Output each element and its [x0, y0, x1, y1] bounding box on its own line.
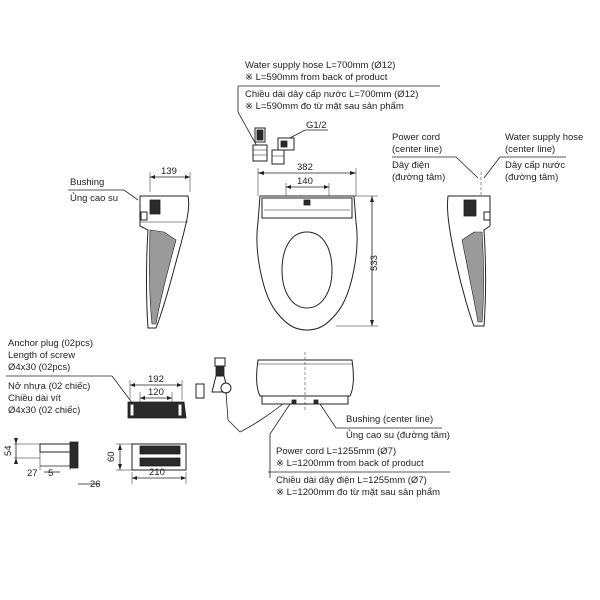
top-view-drawing: 382 140 533 [256, 162, 380, 331]
anchor-en-2: Length of screw [8, 350, 75, 361]
dim-plate-inner: 120 [148, 387, 164, 398]
thread-label: G1/2 [306, 120, 327, 131]
dim-bracket-5: 5 [48, 468, 53, 479]
anchor-plug-callout: Anchor plug (02pcs) Length of screw Ø4x3… [6, 338, 137, 416]
thread-leader [289, 129, 328, 139]
anchor-en-3: Ø4x30 (02pcs) [8, 362, 70, 373]
power-cord-center-vi-2: (đường tâm) [392, 172, 445, 183]
power-cord-center-en-1: Power cord [392, 132, 440, 143]
dim-bracket-height: 54 [3, 445, 14, 456]
bushing-vi-label: Ủng cao su [70, 192, 118, 204]
bracket-side-drawing: 54 27 5 26 [3, 438, 101, 490]
anchor-vi-3: Ø4x30 (02 chiếc) [8, 405, 80, 416]
bushing-center-en: Bushing (center line) [346, 414, 433, 425]
water-hose-leader [237, 86, 259, 149]
right-side-view: Power cord (center line) Dây điện (đường… [392, 132, 583, 327]
water-hose-en-note: ※ L=590mm from back of product [245, 72, 388, 83]
water-hose-center-vi-2: (đường tâm) [505, 172, 558, 183]
water-hose-center-vi-1: Dây cấp nước [505, 160, 565, 171]
mounting-plate-drawing: 192 120 [127, 374, 187, 419]
anchor-vi-2: Chiều dài vít [8, 393, 61, 404]
power-cord-en-note: ※ L=1200mm from back of product [276, 458, 424, 469]
power-cord-center-vi-1: Dây điện [392, 160, 430, 171]
dim-top-width: 382 [297, 162, 313, 173]
power-cord-vi-note: ※ L=1200mm đo từ mặt sau sản phẩm [276, 487, 440, 498]
water-hose-callout: Water supply hose L=700mm (Ø12) ※ L=590m… [237, 60, 440, 149]
dim-top-length: 533 [369, 255, 380, 271]
dim-side-depth: 139 [161, 166, 177, 177]
front-view-drawing: Bushing (center line) Ủng cao su (đường … [195, 352, 450, 441]
bushing-en-label: Bushing [70, 177, 104, 188]
dim-bracket-27: 27 [27, 468, 38, 479]
dim-plate-height: 60 [106, 451, 117, 462]
water-hose-vi-note: ※ L=590mm đo từ mặt sau sản phẩm [245, 101, 404, 112]
dim-plate-width: 192 [148, 374, 164, 385]
dim-bracket-26: 26 [90, 479, 101, 490]
hose-fitting-drawing: G1/2 [252, 120, 328, 165]
water-hose-center-en-1: Water supply hose [505, 132, 583, 143]
water-hose-en-label: Water supply hose L=700mm (Ø12) [245, 60, 395, 71]
power-cord-center-en-2: (center line) [392, 144, 442, 155]
power-cord-vi: Chiều dài dây điện L=1255mm (Ø7) [276, 475, 427, 486]
dim-top-inner: 140 [297, 176, 313, 187]
bushing-leader [68, 189, 139, 201]
bushing-center-vi: Ủng cao su (đường tâm) [346, 429, 450, 441]
power-cord-en: Power cord L=1255mm (Ø7) [276, 446, 396, 457]
anchor-vi-1: Nở nhựa (02 chiếc) [8, 381, 90, 392]
anchor-en-1: Anchor plug (02pcs) [8, 338, 93, 349]
power-cord-callout: Power cord L=1255mm (Ø7) ※ L=1200mm from… [268, 403, 450, 498]
plate-side-drawing: 60 210 [106, 443, 187, 484]
dim-plate-side-width: 210 [149, 467, 165, 478]
water-hose-center-en-2: (center line) [505, 144, 555, 155]
water-hose-vi-label: Chiều dài dây cấp nước L=700mm (Ø12) [245, 89, 418, 100]
left-side-view: Bushing Ủng cao su 139 [68, 166, 191, 329]
